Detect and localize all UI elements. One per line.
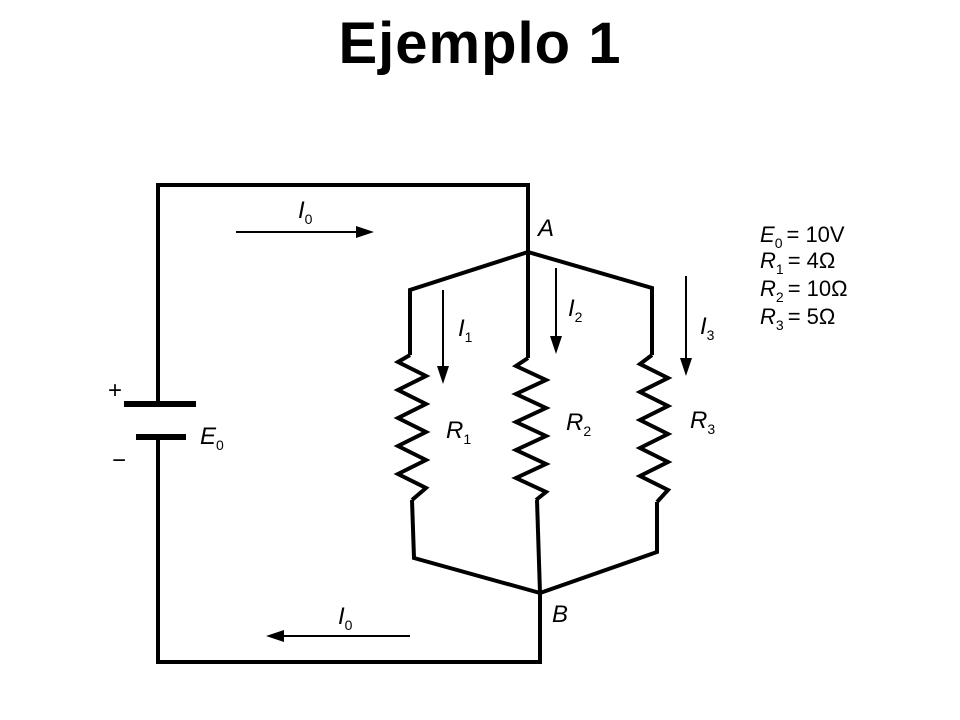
bottom-wire — [156, 438, 542, 664]
current-i1-label: I1 — [458, 315, 473, 345]
plus-sign: + — [108, 377, 122, 404]
current-i2-label: I2 — [568, 295, 583, 325]
arrow-i0-top — [236, 226, 374, 238]
node-b-label: B — [552, 601, 568, 628]
arrow-i2 — [550, 268, 562, 354]
branch-middle-bottom — [535, 499, 542, 594]
resistor-r1 — [393, 353, 431, 502]
slide-title: Ejemplo 1 — [338, 11, 622, 76]
arrow-i3 — [680, 276, 692, 376]
branch-bottom-left — [410, 499, 541, 595]
branch-bottom-right — [539, 502, 659, 595]
minus-sign: − — [112, 447, 126, 474]
node-a-label: A — [536, 215, 554, 242]
param-r3: R3= 5Ω — [760, 304, 835, 333]
resistor-r3 — [635, 353, 673, 504]
top-wire — [156, 183, 530, 402]
resistor-r3-label: R3 — [690, 407, 715, 437]
arrow-i1 — [437, 290, 449, 384]
branch-top-right — [527, 250, 654, 355]
param-e0: E0= 10V — [760, 222, 845, 251]
current-i3-label: I3 — [700, 313, 715, 343]
current-i0-top-label: I0 — [298, 197, 313, 227]
current-i0-bottom-label: I0 — [338, 603, 353, 633]
param-r2: R2= 10Ω — [760, 276, 848, 305]
parameter-list: E0= 10V R1= 4Ω R2= 10Ω R3= 5Ω — [760, 222, 848, 333]
arrow-i0-bottom — [266, 630, 410, 642]
param-r1: R1= 4Ω — [760, 248, 835, 277]
resistor-r2-label: R2 — [566, 409, 591, 439]
resistor-r2 — [511, 356, 551, 502]
resistor-r1-label: R1 — [446, 417, 471, 447]
branch-top-left — [408, 250, 529, 355]
source-label: E0 — [200, 423, 224, 453]
